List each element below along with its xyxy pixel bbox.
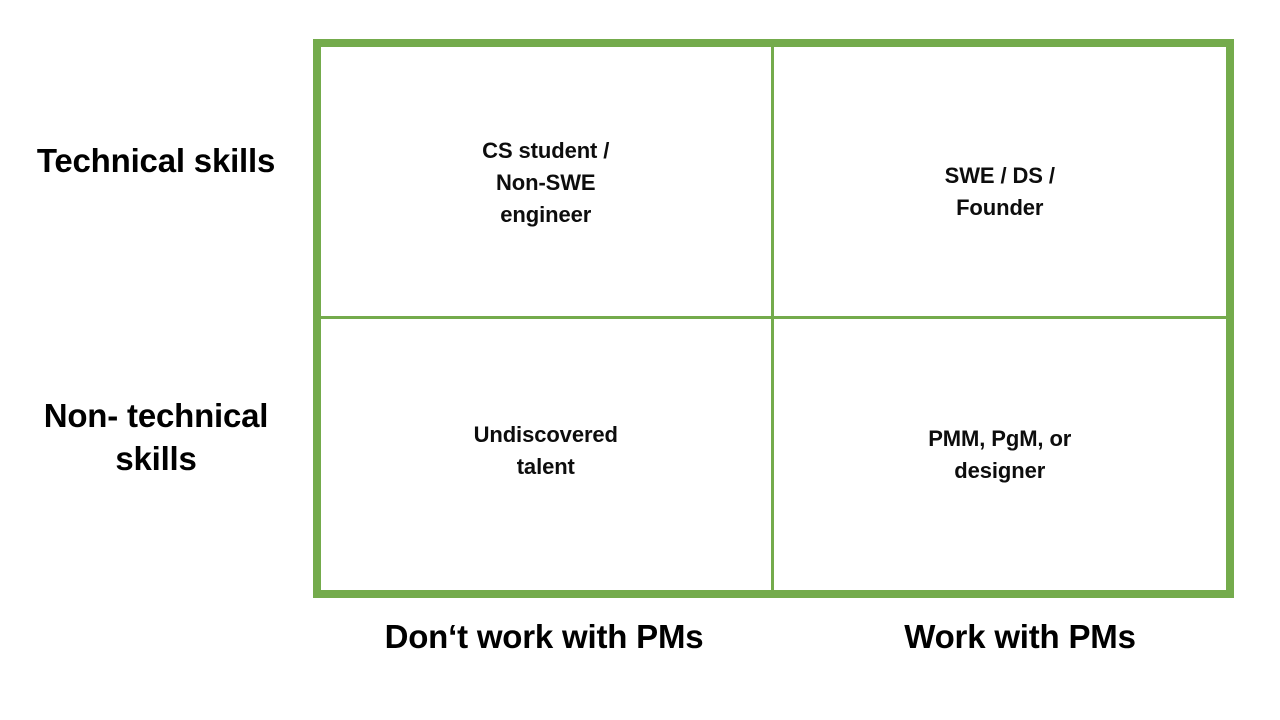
matrix-cell-label: Undiscovered talent xyxy=(473,422,618,480)
matrix-cell-technical-dont-work-with-pms[interactable]: CS student / Non-SWE engineer xyxy=(321,47,774,319)
matrix-cell-technical-work-with-pms[interactable]: SWE / DS / Founder xyxy=(773,47,1226,319)
matrix-cell-label: PMM, PgM, or designer xyxy=(928,426,1072,484)
matrix-cell-label: SWE / DS / Founder xyxy=(944,163,1055,221)
two-by-two-matrix: CS student / Non-SWE engineer SWE / DS /… xyxy=(313,39,1234,598)
row-label-non-technical-skills: Non- technical skills xyxy=(43,397,269,477)
matrix-cell-non-technical-dont-work-with-pms[interactable]: Undiscovered talent xyxy=(321,318,774,590)
column-label-dont-work-with-pms: Don‘t work with PMs xyxy=(384,618,704,655)
matrix-cell-non-technical-work-with-pms[interactable]: PMM, PgM, or designer xyxy=(773,318,1226,590)
column-label-work-with-pms: Work with PMs xyxy=(904,618,1136,655)
row-label-technical-skills: Technical skills xyxy=(36,142,276,179)
matrix-cell-label: CS student / Non-SWE engineer xyxy=(482,138,610,228)
